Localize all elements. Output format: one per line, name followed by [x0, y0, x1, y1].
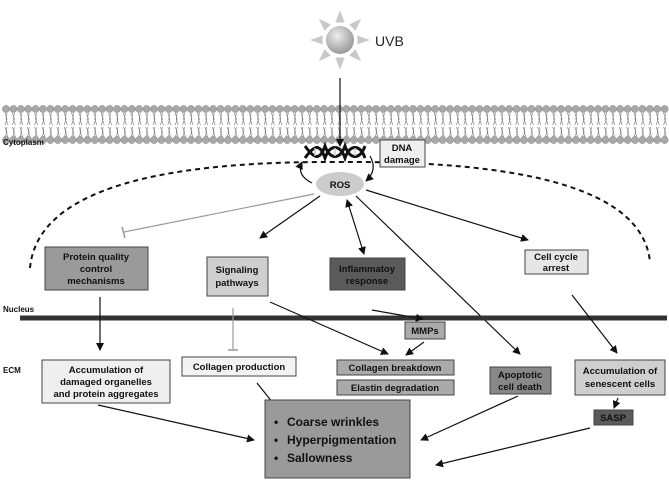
arrow-ros-inflammatory [345, 199, 366, 255]
nucleus-label: Nucleus [3, 305, 35, 314]
senescent-cells-box: Accumulation of senescent cells [574, 359, 666, 396]
svg-text:•: • [274, 433, 278, 447]
svg-text:ROS: ROS [330, 180, 351, 191]
mmps-box: MMPs [404, 321, 446, 340]
arrow-apoptotic-outcome [420, 395, 519, 441]
arrow-inflammatory-mmps [371, 309, 424, 322]
svg-text:damaged organelles: damaged organelles [60, 377, 152, 388]
svg-text:and protein aggregates: and protein aggregates [53, 389, 158, 400]
arrow-dna-ros [365, 155, 374, 182]
svg-text:Apoptotic: Apoptotic [498, 370, 542, 381]
uvb-label: UVB [375, 33, 404, 49]
arrow-senescent-sasp [612, 397, 621, 409]
svg-text:senescent cells: senescent cells [585, 379, 655, 390]
svg-text:Cell cycle: Cell cycle [534, 252, 578, 263]
svg-text:MMPs: MMPs [411, 326, 438, 337]
arrow-ros-dna [295, 161, 313, 184]
accumulation-damaged-box: Accumulation of damaged organelles and p… [41, 359, 171, 404]
cell-cycle-arrest-box: Cell cycle arrest [524, 249, 589, 275]
svg-text:DNA: DNA [392, 143, 413, 154]
cytoplasm-label: Cytoplasm [3, 138, 44, 147]
svg-text:Elastin degradation: Elastin degradation [351, 383, 439, 394]
svg-text:Inflammatoy: Inflammatoy [339, 264, 396, 275]
svg-text:Sallowness: Sallowness [287, 451, 353, 465]
svg-text:•: • [274, 415, 278, 429]
svg-text:Hyperpigmentation: Hyperpigmentation [287, 433, 396, 447]
svg-text:pathways: pathways [215, 278, 258, 289]
collagen-breakdown-box: Collagen breakdown [336, 359, 455, 376]
outcomes-box: • Coarse wrinkles • Hyperpigmentation • Sal… [264, 399, 411, 479]
elastin-degradation-box: Elastin degradation [336, 379, 455, 396]
arrow-mmps-collagen-breakdown [405, 341, 425, 356]
svg-text:•: • [274, 451, 278, 465]
cell-membrane [2, 105, 669, 144]
dna-helix-icon [303, 141, 367, 163]
svg-text:damage: damage [384, 155, 420, 166]
svg-text:cell death: cell death [498, 382, 542, 393]
inflammatory-response-box: Inflammatoy response [329, 257, 406, 291]
svg-text:arrest: arrest [543, 263, 570, 274]
svg-text:response: response [346, 276, 388, 287]
svg-text:Collagen breakdown: Collagen breakdown [349, 363, 442, 374]
arrow-accumulation-outcome [97, 404, 255, 443]
svg-text:Accumulation of: Accumulation of [583, 366, 658, 377]
svg-text:Collagen production: Collagen production [193, 362, 286, 373]
svg-text:Protein quality: Protein quality [63, 252, 130, 263]
arrow-ros-apoptotic [355, 195, 521, 355]
arrow-cell-cycle-senescent [571, 294, 618, 354]
arrow-sasp-outcome [435, 427, 591, 468]
dna-damage-box: DNA damage [379, 139, 426, 168]
nuclear-envelope [29, 160, 651, 269]
signaling-pathways-box: Signaling pathways [206, 256, 269, 297]
svg-text:mechanisms: mechanisms [67, 276, 125, 287]
ros-node: ROS [316, 172, 364, 196]
sasp-box: SASP [593, 409, 634, 426]
arrow-signaling-collagen-breakdown [269, 301, 389, 355]
svg-text:control: control [80, 264, 112, 275]
arrow-ros-cell-cycle [365, 189, 529, 242]
svg-text:Coarse wrinkles: Coarse wrinkles [287, 415, 379, 429]
sun-icon [310, 10, 370, 70]
protein-quality-box: Protein quality control mechanisms [44, 246, 149, 291]
collagen-production-box: Collagen production [181, 356, 297, 377]
svg-text:Signaling: Signaling [216, 265, 259, 276]
ecm-label: ECM [3, 366, 21, 375]
inhibit-ros-protein-quality [123, 193, 315, 233]
svg-text:Accumulation of: Accumulation of [69, 365, 144, 376]
svg-text:SASP: SASP [600, 413, 627, 424]
apoptotic-cell-death-box: Apoptotic cell death [489, 366, 552, 395]
arrow-ros-signaling [259, 195, 321, 239]
